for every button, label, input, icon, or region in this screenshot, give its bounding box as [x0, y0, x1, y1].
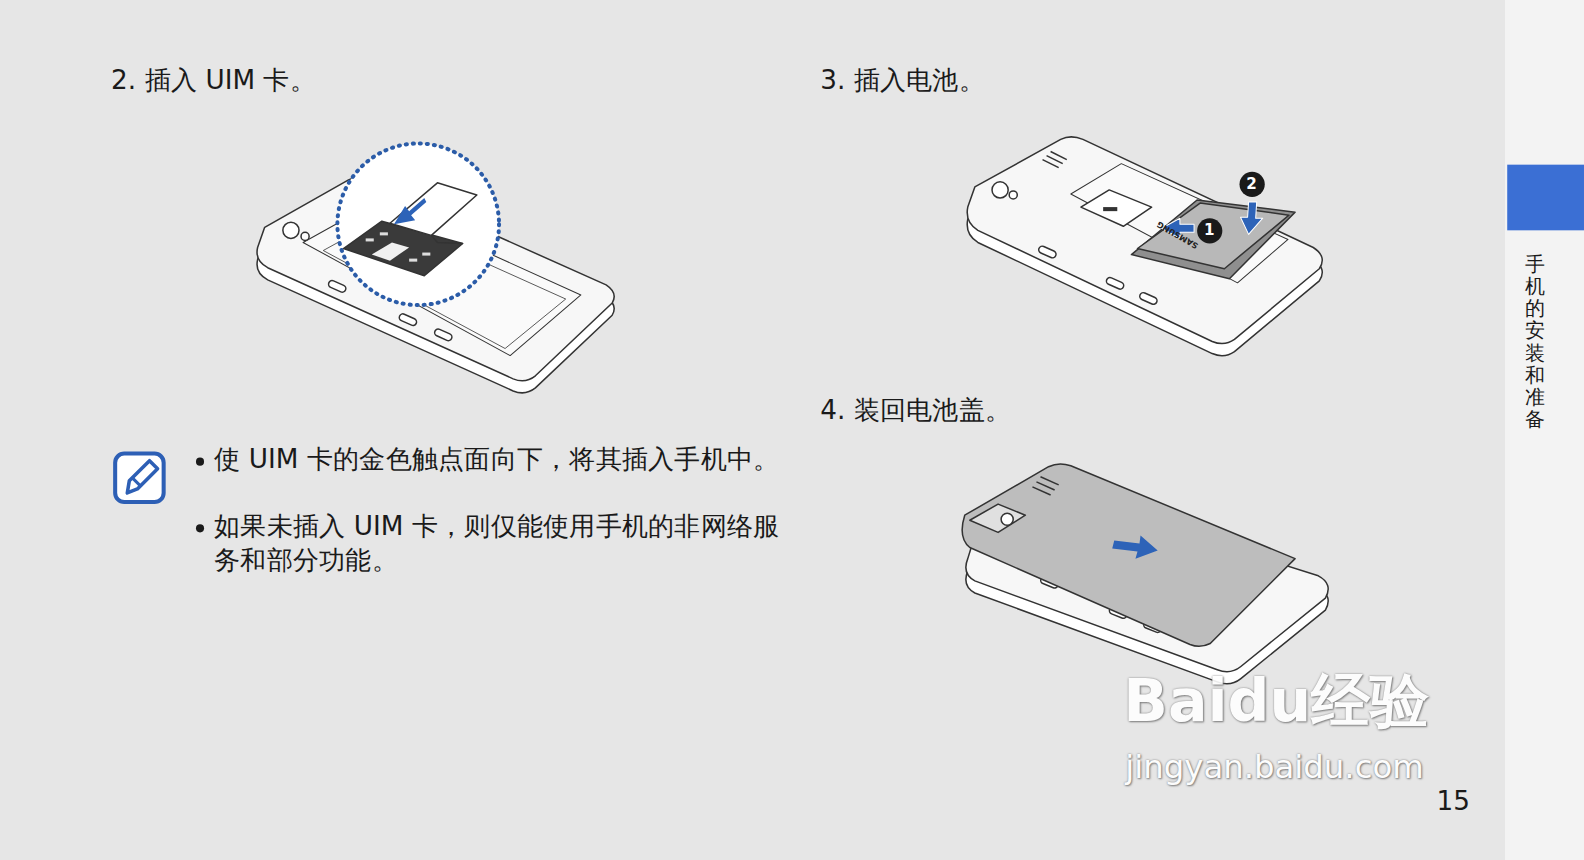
step-heading: 3. 插入电池。	[820, 63, 985, 98]
callout-text: 1	[1204, 221, 1215, 239]
bullet-dot	[196, 524, 204, 532]
step-heading: 2. 插入 UIM 卡。	[111, 63, 316, 98]
phone-battery-figure	[967, 137, 1322, 356]
callout-number: 1	[1197, 218, 1222, 243]
note-icon	[115, 454, 163, 502]
callout-number: 2	[1239, 171, 1264, 196]
chapter-title: 手机的安装和准备	[1525, 253, 1545, 431]
note-text: 如果未插入 UIM 卡，则仅能使用手机的非网络服务和部分功能。	[214, 510, 780, 577]
step-heading: 4. 装回电池盖。	[820, 393, 1011, 428]
callout-text: 2	[1246, 175, 1257, 193]
phone-uim-figure	[257, 143, 614, 392]
page-number: 15	[1437, 786, 1470, 816]
watermark: Baidu经验	[1123, 663, 1428, 742]
bullet-dot	[196, 458, 204, 466]
phone-cover-figure	[962, 464, 1328, 684]
note-text: 使 UIM 卡的金色触点面向下，将其插入手机中。	[214, 442, 780, 475]
watermark-url: jingyan.baidu.com	[1125, 748, 1423, 786]
chapter-tab	[1507, 165, 1584, 231]
